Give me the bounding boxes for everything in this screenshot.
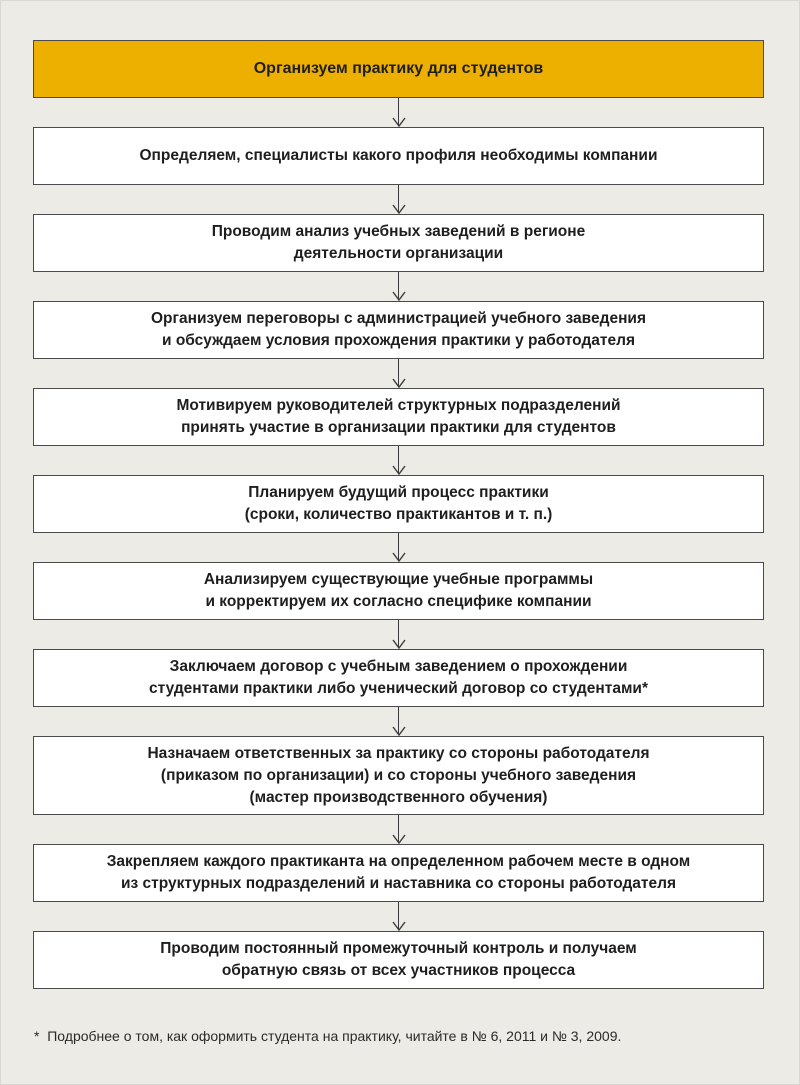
step-7-text: Заключаем договор с учебным заведением о… [149,658,648,697]
flow-arrow [392,902,406,931]
step-2-text: Проводим анализ учебных заведений в реги… [211,223,586,262]
flow-arrow [392,446,406,475]
step-2-box: Проводим анализ учебных заведений в реги… [33,214,764,272]
flow-arrow [392,707,406,736]
step-9-box: Закрепляем каждого практиканта на опреде… [33,844,764,902]
step-8-text: Назначаем ответственных за практику со с… [147,744,650,806]
step-5-text: Планируем будущий процесс практики (срок… [244,484,553,523]
step-1-text: Определяем, специалисты какого профиля н… [139,147,658,164]
step-9-text: Закрепляем каждого практиканта на опреде… [106,853,691,892]
flow-arrow [392,815,406,844]
flow-arrow [392,272,406,301]
flowchart-title-box: Организуем практику для студентов [33,40,764,98]
step-8-box: Назначаем ответственных за практику со с… [33,736,764,815]
step-10-text: Проводим постоянный промежуточный контро… [160,940,637,979]
flow-arrow [392,533,406,562]
flowchart-title: Организуем практику для студентов [253,60,544,77]
flow-arrow [392,359,406,388]
step-6-box: Анализируем существующие учебные програм… [33,562,764,620]
flow-arrow [392,98,406,127]
step-5-box: Планируем будущий процесс практики (срок… [33,475,764,533]
step-10-box: Проводим постоянный промежуточный контро… [33,931,764,989]
footnote: * Подробнее о том, как оформить студента… [34,1028,622,1044]
step-4-box: Мотивируем руководителей структурных под… [33,388,764,446]
step-4-text: Мотивируем руководителей структурных под… [176,397,621,436]
step-1-box: Определяем, специалисты какого профиля н… [33,127,764,185]
step-7-box: Заключаем договор с учебным заведением о… [33,649,764,707]
flow-arrow [392,185,406,214]
step-3-box: Организуем переговоры с администрацией у… [33,301,764,359]
step-3-text: Организуем переговоры с администрацией у… [150,310,647,349]
flow-arrow [392,620,406,649]
step-6-text: Анализируем существующие учебные програм… [203,571,594,610]
